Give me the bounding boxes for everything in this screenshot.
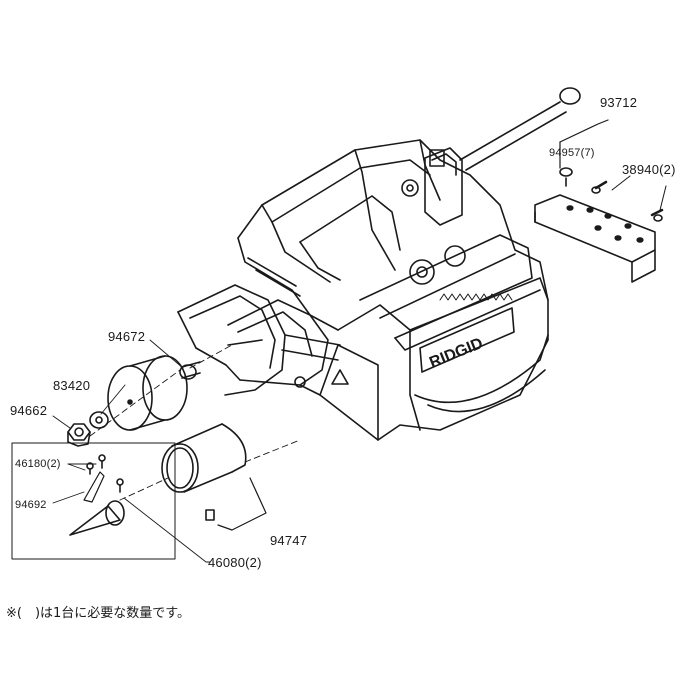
part-label-46180: 46180(2) xyxy=(15,458,61,470)
part-label-46080: 46080(2) xyxy=(208,555,262,570)
machine-body xyxy=(177,87,581,441)
nut-94662 xyxy=(67,423,91,447)
sleeve-94747 xyxy=(161,423,267,531)
bushing-94672 xyxy=(179,361,201,380)
alignment-lines xyxy=(89,344,301,501)
washer-83420 xyxy=(89,411,109,429)
part-label-38940: 38940(2) xyxy=(622,162,676,177)
part-label-94957: 94957(7) xyxy=(549,147,595,159)
part-label-94672: 94672 xyxy=(108,329,146,344)
footnote: ※( )は1台に必要な数量です。 xyxy=(6,606,191,621)
bracket-93712 xyxy=(534,119,667,283)
part-label-93712: 93712 xyxy=(600,95,638,110)
part-label-94662: 94662 xyxy=(10,403,48,418)
cone-assembly xyxy=(11,442,176,560)
part-label-94747: 94747 xyxy=(270,533,308,548)
cutter-drum xyxy=(107,355,188,431)
part-label-83420: 83420 xyxy=(53,378,91,393)
part-label-94692: 94692 xyxy=(15,499,47,511)
leader-lines xyxy=(52,339,211,563)
